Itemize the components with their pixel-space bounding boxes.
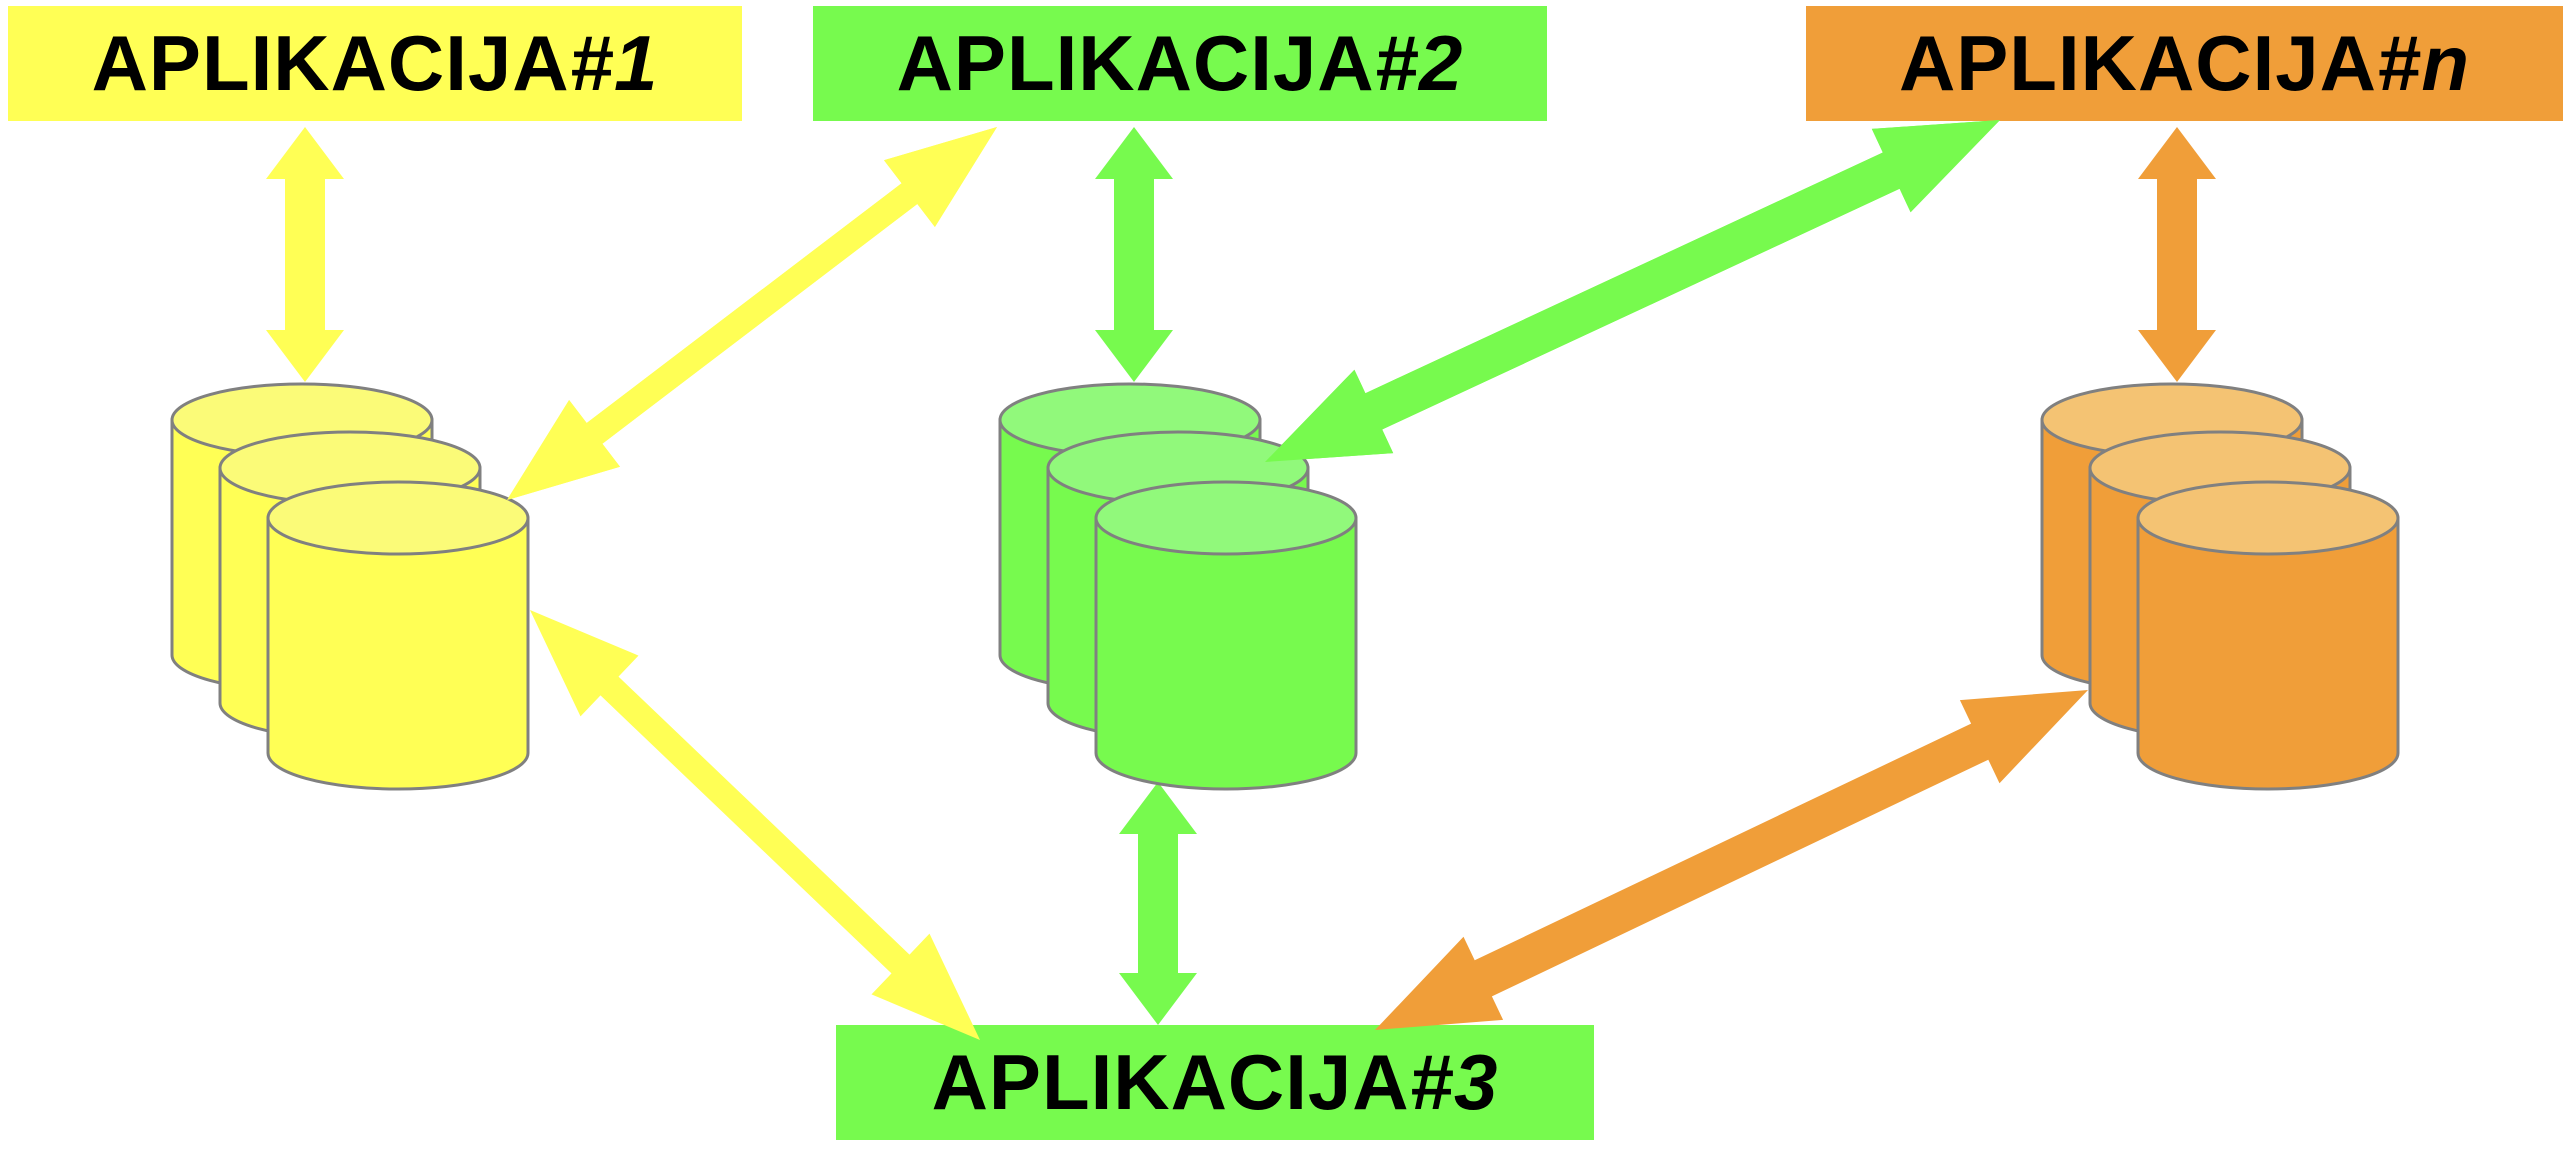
app-number-1: #1 xyxy=(569,19,659,107)
app-number-3: #3 xyxy=(1409,1038,1499,1126)
app-box-n: APLIKACIJA #n xyxy=(1806,6,2563,121)
database-stack-n xyxy=(2040,382,2400,791)
arrow-appn-database-stack-2-front xyxy=(1265,120,2000,462)
arrow-app2-database-stack-2 xyxy=(1095,127,1173,382)
arrow-database-stack-n-app3 xyxy=(1375,690,2088,1030)
database-stack-2 xyxy=(998,382,1358,791)
app-number-2: #2 xyxy=(1374,19,1464,107)
app-box-3: APLIKACIJA #3 xyxy=(836,1025,1594,1140)
app-box-1: APLIKACIJA #1 xyxy=(8,6,742,121)
app-label-1: APLIKACIJA xyxy=(91,19,570,107)
app-label-n: APLIKACIJA xyxy=(1898,19,2377,107)
app-box-2: APLIKACIJA #2 xyxy=(813,6,1547,121)
arrow-app2-database-stack-1-front xyxy=(507,127,997,500)
arrow-database-stack-2-app3 xyxy=(1119,782,1197,1025)
arrow-app1-database-stack-1 xyxy=(266,127,344,382)
app-label-3: APLIKACIJA xyxy=(931,1038,1410,1126)
app-number-n: #n xyxy=(2377,19,2471,107)
arrow-appn-database-stack-n xyxy=(2138,127,2216,382)
arrow-database-stack-1-app3 xyxy=(530,610,980,1040)
app-label-2: APLIKACIJA xyxy=(896,19,1375,107)
database-stack-1 xyxy=(170,382,530,791)
